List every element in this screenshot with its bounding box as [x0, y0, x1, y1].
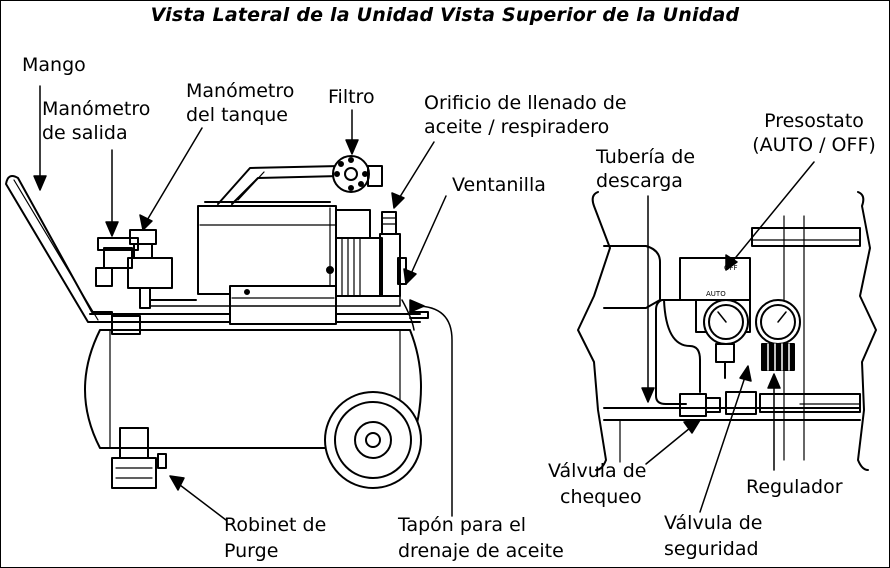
wheel: [324, 391, 422, 489]
label-orificio-1: Orificio de llenado de: [424, 92, 627, 114]
oil-fill-cap: [381, 211, 397, 235]
label-robinet-1: Robinet de: [224, 514, 327, 536]
drain-valve: [111, 427, 167, 489]
label-ventanilla: Ventanilla: [452, 174, 546, 196]
label-tuberia-2: descarga: [596, 170, 683, 192]
label-filtro: Filtro: [328, 86, 375, 108]
label-regulador: Regulador: [746, 476, 843, 498]
label-presostato-2: (AUTO / OFF): [752, 134, 876, 156]
handle: [5, 175, 113, 323]
diagram-title: Vista Lateral de la Unidad Vista Superio…: [150, 4, 740, 26]
top-view: [577, 191, 877, 471]
air-filter: [332, 155, 383, 193]
switch-off-text: OFF: [724, 264, 738, 272]
shroud-handle: [217, 165, 341, 205]
label-manometro-salida-2: de salida: [42, 122, 128, 144]
pressure-switch: [679, 257, 751, 301]
label-tapon-1: Tapón para el: [398, 514, 527, 536]
label-tuberia-1: Tubería de: [596, 146, 696, 168]
label-orificio-2: aceite / respiradero: [424, 116, 610, 138]
label-valvula-seguridad-1: Válvula de: [664, 512, 763, 534]
discharge-tube: [655, 299, 707, 405]
label-valvula-chequeo-2: chequeo: [560, 486, 642, 508]
top-view-outline: [577, 191, 611, 471]
label-robinet-2: Purge: [224, 540, 279, 562]
label-manometro-tanque-1: Manómetro: [186, 80, 295, 102]
side-view: [5, 155, 429, 489]
pump-cylinder: [335, 237, 383, 297]
motor-shroud: [197, 205, 337, 295]
label-mango: Mango: [22, 54, 86, 76]
leader-lines: [33, 85, 815, 521]
label-manometro-tanque-2: del tanque: [186, 104, 288, 126]
switch-auto-text: AUTO: [706, 290, 726, 298]
label-valvula-seguridad-2: seguridad: [664, 538, 759, 560]
manifold: [95, 229, 197, 309]
safety-valve: [715, 343, 735, 363]
handle-bracket: [111, 315, 141, 335]
regulator-knob: [761, 343, 795, 371]
label-presostato-1: Presostato: [764, 110, 864, 132]
label-tapon-2: drenaje de aceite: [398, 540, 564, 562]
label-valvula-chequeo-1: Válvula de: [548, 460, 647, 482]
label-manometro-salida-1: Manómetro: [42, 98, 151, 120]
